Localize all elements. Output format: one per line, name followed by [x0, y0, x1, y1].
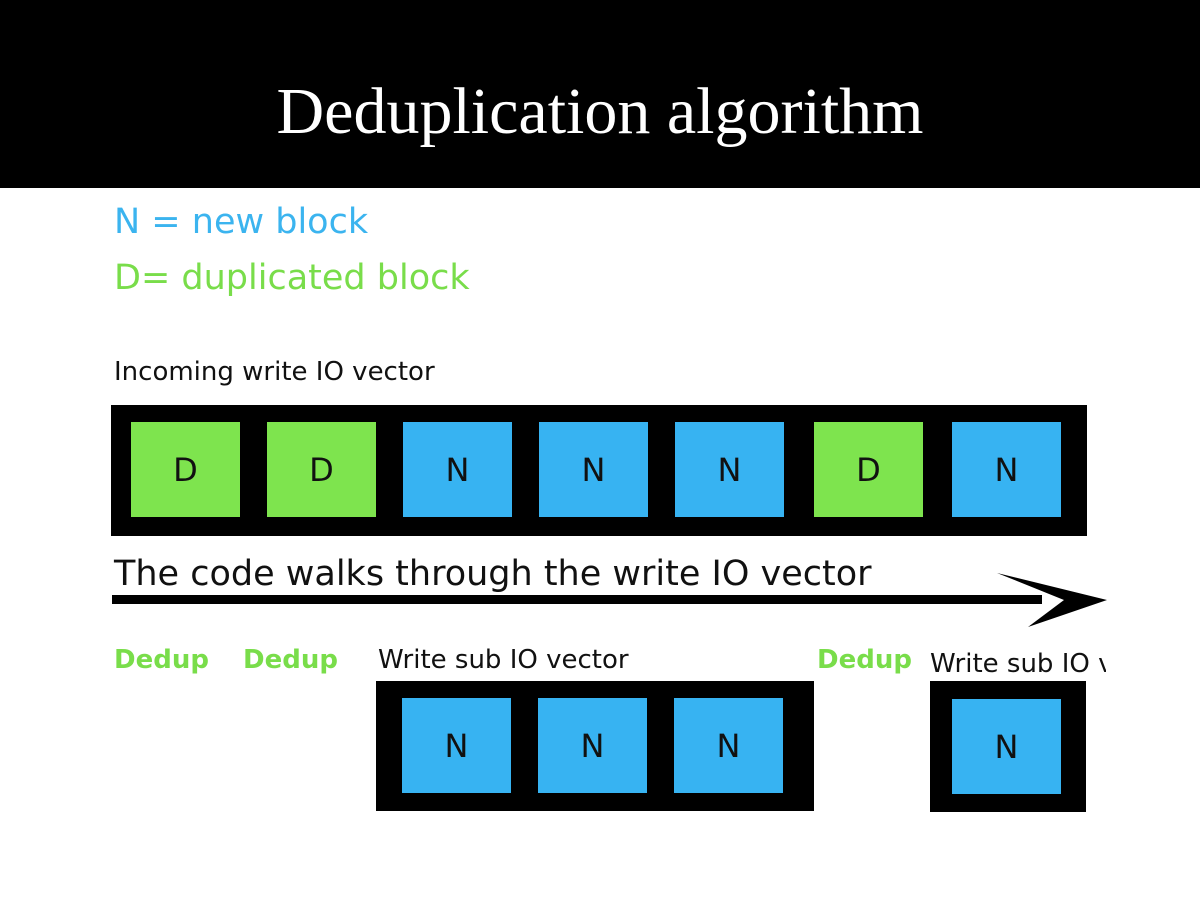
incoming-block-2: D	[267, 422, 376, 517]
incoming-block-3: N	[403, 422, 512, 517]
title-bar: Deduplication algorithm	[0, 0, 1200, 188]
incoming-write-io-vector: D D N N N D N	[111, 405, 1087, 536]
incoming-block-6: D	[814, 422, 923, 517]
incoming-block-7: N	[952, 422, 1061, 517]
block-letter: N	[716, 726, 741, 765]
block-letter: N	[994, 727, 1019, 766]
dedup-label-3: Dedup	[817, 645, 912, 675]
incoming-block-4: N	[539, 422, 648, 517]
block-letter: D	[309, 450, 334, 489]
sub-vector-2-block-1: N	[952, 699, 1061, 794]
walk-description: The code walks through the write IO vect…	[114, 554, 872, 594]
slide-title: Deduplication algorithm	[276, 75, 924, 148]
block-letter: D	[856, 450, 881, 489]
legend-duplicated-block: D= duplicated block	[114, 258, 470, 298]
block-letter: D	[173, 450, 198, 489]
incoming-block-5: N	[675, 422, 784, 517]
sub-vector-1-block-3: N	[674, 698, 783, 793]
direction-arrow-icon	[112, 573, 1107, 627]
write-sub-io-vector-1: N N N	[376, 681, 814, 811]
dedup-label-1: Dedup	[114, 645, 209, 675]
write-sub-io-vector-2: N	[930, 681, 1086, 812]
sub-vector-1-block-2: N	[538, 698, 647, 793]
block-letter: N	[580, 726, 605, 765]
block-letter: N	[445, 450, 470, 489]
write-sub-io-label-1: Write sub IO vector	[378, 645, 629, 675]
write-sub-io-label-2: Write sub IO vector	[930, 649, 1106, 679]
dedup-label-2: Dedup	[243, 645, 338, 675]
incoming-block-1: D	[131, 422, 240, 517]
block-letter: N	[581, 450, 606, 489]
block-letter: N	[994, 450, 1019, 489]
incoming-vector-label: Incoming write IO vector	[114, 357, 435, 387]
block-letter: N	[717, 450, 742, 489]
block-letter: N	[444, 726, 469, 765]
sub-vector-1-block-1: N	[402, 698, 511, 793]
legend-new-block: N = new block	[114, 202, 369, 242]
